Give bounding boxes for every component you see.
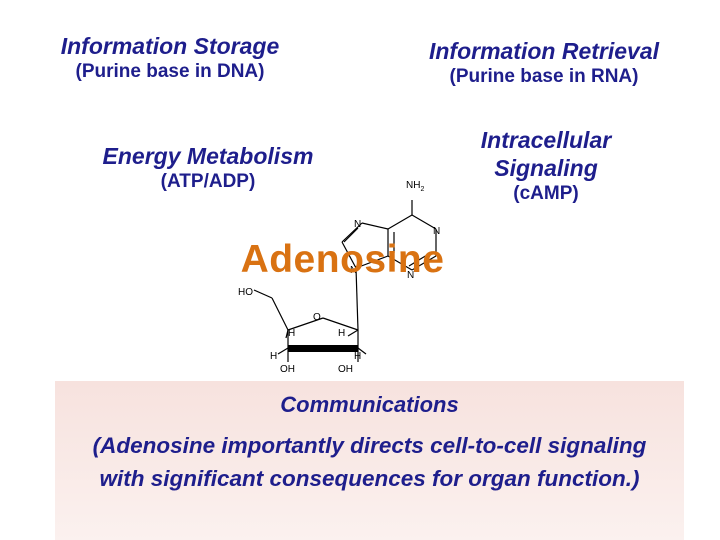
atom-h: H — [288, 328, 295, 339]
atom-n7: N — [354, 219, 361, 230]
atom-ho: HO — [238, 287, 253, 298]
role-information-retrieval: Information Retrieval (Purine base in RN… — [394, 37, 694, 89]
communications-panel: Communications (Adenosine importantly di… — [55, 381, 684, 540]
role-energy-metabolism: Energy Metabolism (ATP/ADP) — [58, 142, 358, 194]
atom-oh: OH — [338, 364, 353, 375]
role-subtitle: (Purine base in RNA) — [449, 66, 639, 87]
atom-n3: N — [407, 270, 414, 281]
role-title: Information Storage — [60, 33, 280, 59]
role-title: Information Retrieval — [428, 38, 660, 64]
role-subtitle: (ATP/ADP) — [160, 171, 256, 192]
communications-title: Communications — [280, 392, 459, 417]
communications-body: (Adenosine importantly directs cell-to-c… — [92, 433, 647, 491]
atom-h: H — [354, 351, 361, 362]
atom-oh: OH — [280, 364, 295, 375]
role-subtitle: (cAMP) — [513, 183, 579, 204]
adenosine-structure-diagram: NH2 N N N N O HO H H H H OH OH — [238, 180, 440, 375]
atom-h: H — [338, 328, 345, 339]
atom-nh2: NH2 — [406, 180, 424, 193]
atom-n1: N — [433, 226, 440, 237]
adenosine-label: Adenosine — [240, 238, 445, 281]
role-information-storage: Information Storage (Purine base in DNA) — [20, 32, 320, 84]
atom-o-ring: O — [313, 312, 321, 323]
role-title-line1: Intracellular — [480, 127, 612, 153]
atom-n9: N — [350, 265, 357, 276]
role-subtitle: (Purine base in DNA) — [75, 61, 265, 82]
role-intracellular-signaling: Intracellular Signaling (cAMP) — [436, 126, 656, 206]
role-title: Energy Metabolism — [102, 143, 314, 169]
atom-h: H — [270, 351, 277, 362]
role-title-line2: Signaling — [494, 155, 598, 181]
